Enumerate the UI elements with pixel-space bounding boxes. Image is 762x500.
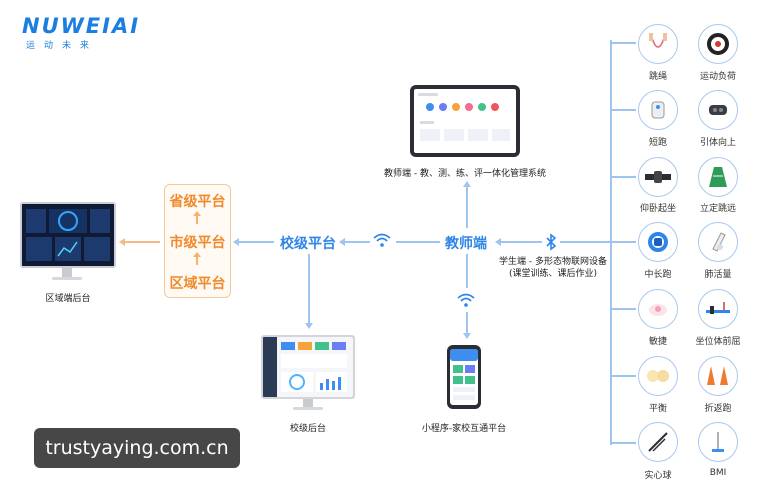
balance-device [638, 356, 678, 396]
arrow-to-region-backend [119, 238, 160, 245]
balance-pods-icon [647, 370, 669, 382]
mini-program-phone [447, 345, 481, 409]
device-label: 平衡 [648, 404, 667, 414]
device-label: 肺活量 [704, 270, 732, 280]
shuttle-run-device [698, 356, 738, 396]
device-label: 仰卧起坐 [639, 204, 676, 214]
sit-up-device [638, 157, 678, 197]
jump-rope-device [638, 24, 678, 64]
wristband-icon [648, 232, 668, 252]
arrow-to-school-platform [339, 238, 370, 245]
dashboard-screen-icon [22, 204, 114, 266]
medicine-ball-device [638, 422, 678, 462]
device-label: 坐位体前屈 [695, 337, 741, 347]
sit-up-belt-icon [645, 171, 671, 183]
standing-long-jump-device [698, 157, 738, 197]
jump-rope-icon [649, 33, 667, 48]
city-platform-label: 市级平台 [169, 235, 226, 251]
sit-reach-box-icon [706, 302, 730, 314]
mini-program-screen-icon [450, 349, 478, 405]
province-platform-label: 省级平台 [169, 194, 226, 210]
teacher-system-label: 教师端 - 教、测、练、评一体化管理系统 [384, 169, 546, 179]
pull-up-sensor-icon [709, 105, 727, 115]
device-label: 中长跑 [644, 270, 672, 280]
device-label: 立定跳远 [699, 204, 736, 214]
agility-device [638, 289, 678, 329]
pull-up-device [698, 90, 738, 130]
bluetooth-icon [545, 233, 557, 255]
brand-logo: NUWEIAI [22, 14, 141, 38]
bmi-device [698, 422, 738, 462]
lung-capacity-device [698, 222, 738, 262]
teacher-app-screen-icon [414, 89, 516, 153]
device-label: 引体向上 [699, 138, 736, 148]
sprint-sensor-icon [651, 101, 665, 119]
device-bracket-line [610, 40, 612, 445]
device-label: BMI [709, 468, 727, 478]
device-label: 短跑 [648, 138, 667, 148]
exercise-load-device [698, 24, 738, 64]
arrow-to-teacher [495, 238, 542, 245]
device-label: 敏捷 [648, 337, 667, 347]
agility-pad-icon [649, 304, 667, 316]
throw-sensor-icon [648, 432, 668, 452]
teacher-label: 教师端 [445, 236, 487, 252]
school-platform-label: 校级平台 [280, 236, 336, 252]
dashboard-screen-icon [263, 337, 353, 397]
arrow-to-mini-program [463, 312, 470, 339]
up-arrow-icon [193, 211, 201, 224]
platform-hierarchy-box: 省级平台 市级平台 区域平台 [164, 184, 231, 298]
sprint-device [638, 90, 678, 130]
device-label: 折返跑 [704, 404, 732, 414]
jump-mat-icon [709, 167, 727, 187]
school-backend-monitor [261, 335, 355, 399]
watermark-badge: trustyaying.com.cn [34, 428, 240, 468]
arrow-to-teacher-system [463, 181, 470, 228]
device-label: 实心球 [644, 471, 672, 481]
sit-and-reach-device [698, 289, 738, 329]
up-arrow-icon [193, 252, 201, 265]
device-label: 运动负荷 [699, 72, 736, 82]
spirometer-icon [712, 232, 726, 252]
arrow-to-school-backend [305, 254, 312, 329]
region-backend-monitor [20, 202, 116, 268]
student-devices-label: 学生端 - 多形态物联网设备 [499, 257, 607, 267]
height-scale-icon [712, 432, 724, 452]
district-platform-label: 区域平台 [169, 276, 226, 292]
mid-long-run-device [638, 222, 678, 262]
school-backend-label: 校级后台 [289, 424, 326, 434]
student-devices-sublabel: (课堂训练、课后作业) [508, 269, 598, 279]
wifi-icon [372, 232, 392, 252]
brand-slogan: 运动未来 [26, 41, 99, 51]
device-label: 跳绳 [648, 72, 667, 82]
arrow-to-hierarchy [233, 238, 274, 245]
teacher-tablet [410, 85, 520, 157]
traffic-cone-icon [707, 366, 728, 385]
wifi-icon [456, 292, 476, 312]
mini-program-label: 小程序-家校互通平台 [421, 424, 507, 434]
heart-band-icon [707, 33, 729, 55]
region-backend-label: 区域端后台 [45, 294, 91, 304]
